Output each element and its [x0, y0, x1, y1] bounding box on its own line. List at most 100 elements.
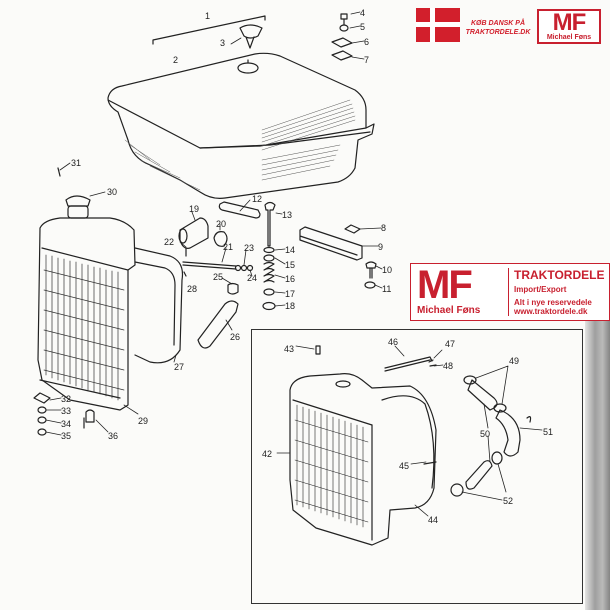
part-label-18: 18: [285, 301, 296, 311]
washer-47: [428, 359, 434, 363]
nut-5: [339, 24, 349, 32]
bolt-10: [365, 261, 377, 279]
part-label-5: 5: [360, 22, 366, 32]
part-label-48: 48: [443, 361, 454, 371]
part-label-14: 14: [285, 245, 296, 255]
part-label-6: 6: [364, 37, 370, 47]
part-label-21: 21: [223, 242, 234, 252]
part-label-25: 25: [213, 272, 224, 282]
filler-cap: [239, 24, 263, 49]
washer-34: [37, 416, 47, 424]
plate-8: [344, 224, 361, 234]
part-label-13: 13: [282, 210, 293, 220]
part-label-19: 19: [189, 204, 200, 214]
part-label-47: 47: [445, 339, 456, 349]
mf-logo-middle: MF: [417, 263, 473, 307]
nut-11: [364, 281, 376, 289]
radiator-cap-30: [65, 195, 91, 207]
gasket-32: [33, 392, 51, 404]
part-label-44: 44: [428, 515, 439, 525]
long-bolt-13: [264, 201, 276, 247]
part-label-8: 8: [381, 223, 387, 233]
washer-6: [331, 37, 353, 48]
mf-logo-letters: MF: [552, 9, 587, 36]
clamp-25: [227, 282, 239, 295]
part-label-17: 17: [285, 289, 296, 299]
ad-top-line2: TRAKTORDELE.DK: [465, 29, 531, 36]
mf-logo-top[interactable]: MF Michael Føns: [537, 9, 601, 44]
shroud-27: [134, 247, 184, 364]
ad-middle-tagline: Alt i nye reservedele: [514, 298, 592, 307]
part-label-4: 4: [360, 8, 366, 18]
hose-51: [495, 409, 521, 457]
clip-49b: [493, 403, 507, 413]
part-label-10: 10: [382, 265, 393, 275]
ad-middle-heading: TRAKTORDELE: [514, 268, 605, 282]
nut-23a: [234, 264, 242, 272]
part-label-46: 46: [388, 337, 399, 347]
washer-15: [263, 254, 275, 262]
washer-33: [37, 406, 47, 414]
mf-logo-name: Michael Føns: [546, 34, 592, 41]
part-label-2: 2: [173, 55, 179, 65]
hose-26: [197, 300, 239, 349]
ad-middle-sub: Import/Export: [514, 285, 567, 294]
part-label-52: 52: [503, 496, 514, 506]
part-label-31: 31: [71, 158, 82, 168]
clip-49a: [463, 375, 477, 385]
washer-18: [262, 301, 276, 311]
bracket-9: [299, 226, 363, 261]
fuel-tank: [107, 52, 375, 199]
plug-31: [57, 167, 61, 177]
part-label-50: 50: [480, 429, 491, 439]
part-label-7: 7: [364, 55, 370, 65]
part-label-3: 3: [220, 38, 226, 48]
part-label-9: 9: [378, 242, 384, 252]
part-label-12: 12: [252, 194, 263, 204]
part-label-16: 16: [285, 274, 296, 284]
pin-48: [429, 364, 437, 367]
nut-23b: [240, 264, 248, 272]
part-label-43: 43: [284, 344, 295, 354]
part-label-36: 36: [108, 431, 119, 441]
inset-frame: [251, 329, 583, 604]
part-label-30: 30: [107, 187, 118, 197]
radiator-left: [37, 217, 136, 411]
part-label-51: 51: [543, 427, 554, 437]
part-label-27: 27: [174, 362, 185, 372]
part-label-1: 1: [205, 11, 211, 21]
part-label-32: 32: [61, 394, 72, 404]
inset-radiator: [289, 373, 437, 546]
ad-top-line1: KØB DANSK PÅ: [470, 20, 526, 27]
strap-12: [218, 201, 261, 219]
part-label-45: 45: [399, 461, 410, 471]
ad-divider: [508, 268, 509, 316]
part-label-23: 23: [244, 243, 255, 253]
washer-14: [263, 246, 275, 254]
scan-shadow: [585, 320, 610, 610]
assembly-bracket: [152, 15, 266, 45]
ad-middle-url[interactable]: www.traktordele.dk: [514, 307, 588, 316]
washer-35: [37, 428, 47, 436]
part-label-33: 33: [61, 406, 72, 416]
ad-top-text[interactable]: KØB DANSK PÅ TRAKTORDELE.DK: [463, 19, 533, 37]
part-label-24: 24: [247, 273, 258, 283]
part-label-34: 34: [61, 419, 72, 429]
clamp-20: [213, 231, 228, 247]
part-label-22: 22: [164, 237, 175, 247]
part-label-11: 11: [382, 284, 392, 294]
part-label-26: 26: [230, 332, 241, 342]
part-label-15: 15: [285, 260, 296, 270]
ad-banner-middle[interactable]: MF Michael Føns TRAKTORDELE Import/Expor…: [410, 263, 610, 321]
part-label-49: 49: [509, 356, 520, 366]
part-label-20: 20: [216, 219, 227, 229]
part-label-42: 42: [262, 449, 273, 459]
spring-16: [263, 261, 275, 283]
rod-46: [384, 356, 433, 372]
washer-17: [263, 288, 275, 296]
plug-43: [315, 345, 321, 355]
part-label-35: 35: [61, 431, 72, 441]
hose-lower-50: [465, 460, 493, 490]
bolt-4: [340, 13, 348, 26]
rod-21: [182, 261, 237, 270]
